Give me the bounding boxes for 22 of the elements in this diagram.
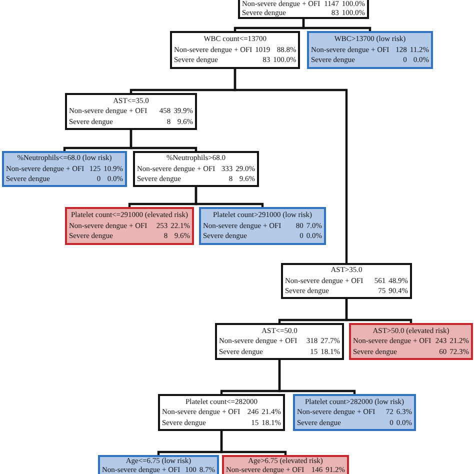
tree-node-box: [349, 323, 473, 360]
tree-node-box: [293, 394, 416, 431]
tree-node-box: [158, 394, 285, 431]
tree-node-box: [222, 455, 349, 474]
tree-node-box: [281, 263, 412, 299]
tree-node-box: [215, 323, 344, 360]
tree-node-box: [238, 0, 369, 19]
connector-line: [278, 360, 356, 394]
tree-node-box: [307, 31, 433, 69]
tree-node-box: [65, 207, 194, 245]
tree-node-box: [133, 151, 259, 187]
connector-line: [302, 19, 372, 31]
tree-node-box: [199, 207, 326, 245]
connector-line: [345, 299, 412, 323]
connector-line: [234, 69, 348, 263]
connector-line: [130, 130, 198, 151]
tree-node-box: [65, 93, 197, 130]
tree-node-box: [170, 31, 300, 69]
tree-node-box: [98, 455, 219, 474]
connector-line: [220, 431, 287, 455]
tree-node-box: [2, 151, 127, 187]
connector-line: [194, 187, 264, 207]
